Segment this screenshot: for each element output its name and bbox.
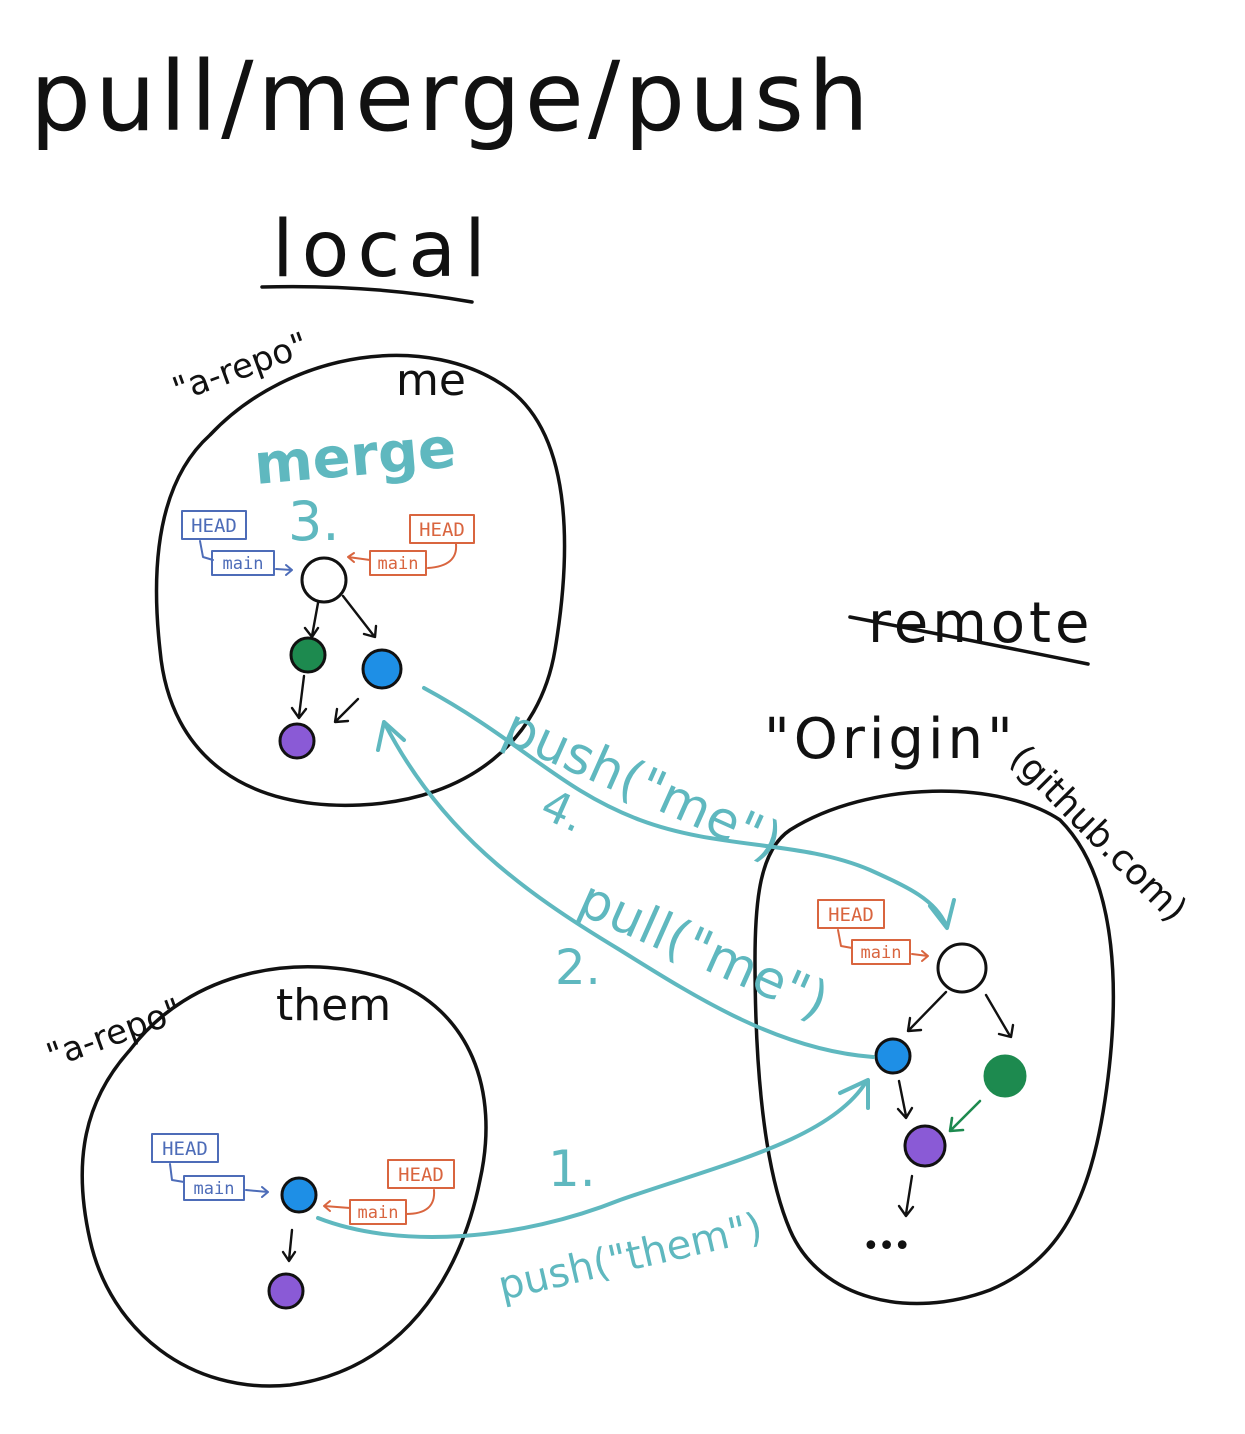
them-commit-blue [280,1176,318,1214]
origin-edge-purple-to-more [897,1174,915,1218]
me-main-arrow-blue [275,564,293,576]
diagram-title: pull/merge/push [30,41,873,153]
merge-step-label: merge [252,416,459,498]
them-owner-label: them [276,980,391,1031]
me-owner-label: me [396,355,466,406]
them-edge-blue-to-purple [281,1228,297,1263]
push-them-label: push("them") [494,1204,767,1309]
me-commit-green [289,636,327,674]
me-head-label-blue: HEAD [191,515,237,537]
me-head-box-orange [409,514,475,544]
them-main-box-orange [349,1199,407,1225]
remote-underline [848,615,1090,666]
me-main-arrow-orange [347,552,371,563]
pull-me-arrowhead [376,720,406,752]
push-them-arrowhead [838,1078,870,1110]
me-head-arrow-blue [199,540,214,561]
them-head-box-blue [151,1133,219,1163]
them-head-arrow-orange [405,1189,436,1215]
push-me-arrow [422,686,948,927]
them-head-arrow-blue [169,1163,185,1183]
local-underline [260,284,474,304]
origin-name-label: "Origin" [764,707,1017,772]
origin-edge-blue-to-purple [896,1079,914,1120]
push-me-arrowhead [928,898,956,930]
me-main-box-blue [211,550,275,576]
origin-commit-blue [874,1037,912,1075]
origin-head-arrow-orange [837,929,853,949]
push-them-number: 1. [548,1140,596,1198]
me-main-label-orange: main [378,554,419,574]
push-me-label: push("me") [495,697,791,873]
pull-me-number: 2. [555,940,601,996]
me-commit-blue [361,648,403,690]
local-heading: local [272,205,494,295]
origin-head-box-orange [817,899,885,929]
origin-repo-boundary [753,789,1116,1306]
them-head-label-blue: HEAD [162,1138,208,1160]
pull-me-arrow [383,722,875,1059]
me-head-box-blue [181,510,247,540]
origin-main-label-orange: main [861,943,902,963]
origin-main-arrow-orange [911,950,929,962]
me-edge-to-green [303,601,320,639]
me-head-label-orange: HEAD [419,519,465,541]
me-repo-label: "a-repo" [167,325,313,411]
origin-edge-to-blue [906,990,948,1033]
me-main-box-orange [369,550,427,576]
them-repo-boundary [80,965,488,1388]
me-edge-to-blue [341,594,378,639]
them-head-box-orange [387,1159,455,1189]
origin-commit-green [983,1054,1027,1098]
me-head-arrow-orange [427,543,458,569]
me-merge-commit [300,556,348,604]
them-main-label-orange: main [358,1203,399,1223]
origin-commit-purple [903,1124,947,1168]
pull-me-label: pull("me") [570,869,837,1032]
origin-head-commit [936,942,988,994]
me-edge-green-to-purple [290,674,308,720]
them-main-box-blue [183,1175,245,1201]
remote-heading: remote [868,591,1093,656]
me-edge-blue-to-purple [333,697,360,724]
them-main-arrow-orange [323,1200,351,1212]
origin-main-box-orange [851,939,911,965]
origin-more-commits: ••• [862,1229,909,1264]
origin-head-label-orange: HEAD [828,904,874,926]
them-head-label-orange: HEAD [398,1164,444,1186]
them-main-label-blue: main [194,1179,235,1199]
me-main-label-blue: main [223,554,264,574]
push-them-arrow [316,1080,868,1239]
them-repo-label: "a-repo" [41,991,187,1077]
origin-host-label: (github.com) [1002,737,1195,930]
me-repo-boundary [154,353,567,808]
merge-step-number: 3. [288,490,340,553]
origin-edge-to-green [984,993,1015,1039]
origin-edge-green-to-purple [948,1099,982,1133]
me-commit-purple [278,722,316,760]
them-commit-purple [267,1272,305,1310]
them-main-arrow-blue [245,1186,269,1198]
